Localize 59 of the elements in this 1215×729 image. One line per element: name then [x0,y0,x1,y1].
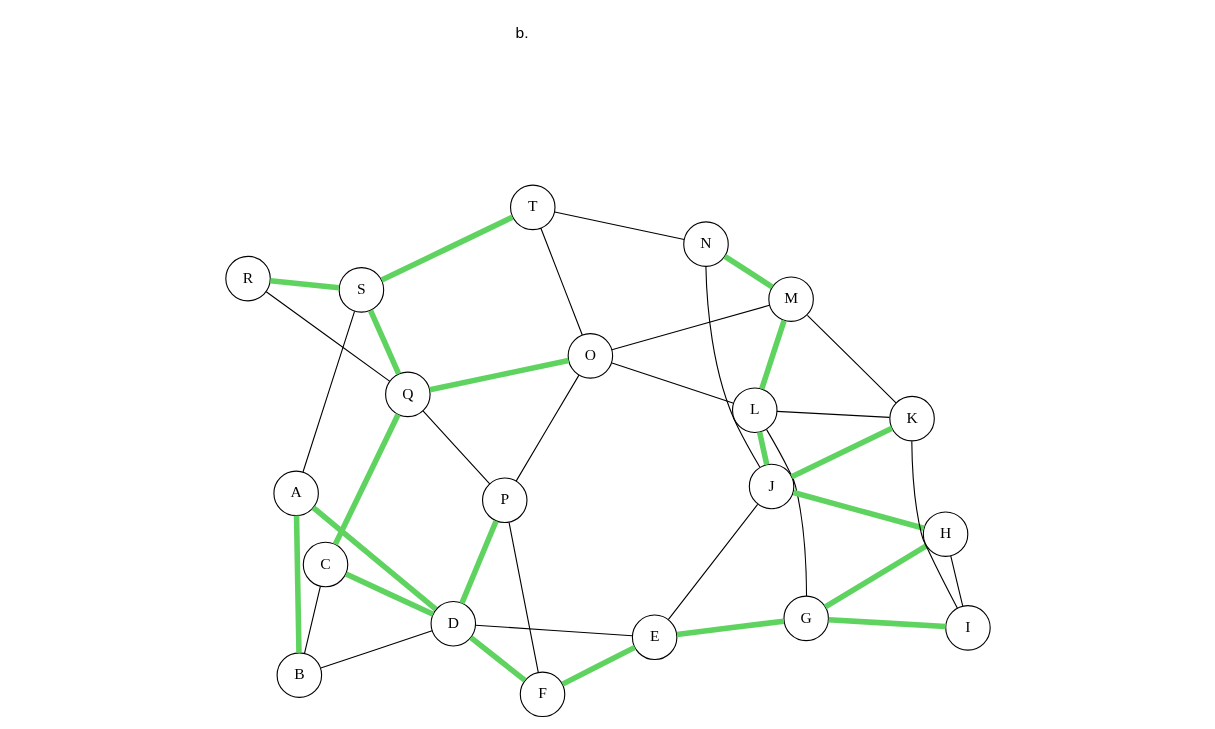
node-circle: J [748,463,794,509]
connector [910,440,958,609]
connector [301,310,355,472]
connector [828,616,946,629]
connector [380,214,514,283]
node-circle: S [338,266,384,313]
node-circle: L [731,386,778,433]
connector [722,253,774,289]
connector [806,314,897,403]
connector [949,554,963,606]
node-circle: C [302,541,348,587]
label: b. [515,23,529,41]
connector [539,227,583,336]
node-circle: D [430,600,476,646]
connector [515,374,580,482]
node-circle: N [682,220,729,267]
connector [428,357,569,392]
connector [269,277,339,290]
connector [667,503,758,620]
node-circle: P [481,477,528,523]
node-circle: R [224,255,271,301]
connector [765,428,807,597]
node-circle: A [272,470,319,516]
connector [458,519,499,604]
connector [610,361,734,404]
node-circle: M [767,275,814,322]
connector [610,304,770,350]
connector [421,409,490,484]
connector [293,515,302,653]
connector [756,431,769,465]
connector [508,521,539,673]
node-circle: T [509,184,556,230]
connector [823,542,928,609]
connector [758,319,787,390]
connector [332,412,401,546]
node-circle: Q [384,371,431,417]
node-circle: E [631,614,677,660]
connector [367,308,401,375]
connector [344,571,434,617]
connector [560,644,636,687]
node-circle: H [922,510,968,557]
connector [553,210,685,240]
connector [775,410,890,418]
connector [265,290,390,382]
connector [311,504,437,611]
node-circle: B [276,651,322,698]
connector [704,265,760,468]
connector [676,617,784,637]
node-circle: F [519,671,565,717]
connector [319,629,433,669]
connector [474,624,633,636]
node-circle: O [567,332,613,379]
node-circle: I [944,604,991,651]
connector [790,425,893,479]
node-circle: K [888,395,935,441]
connector [468,635,527,683]
connector [303,585,321,654]
connector [792,489,925,531]
node-circle: G [782,595,829,641]
